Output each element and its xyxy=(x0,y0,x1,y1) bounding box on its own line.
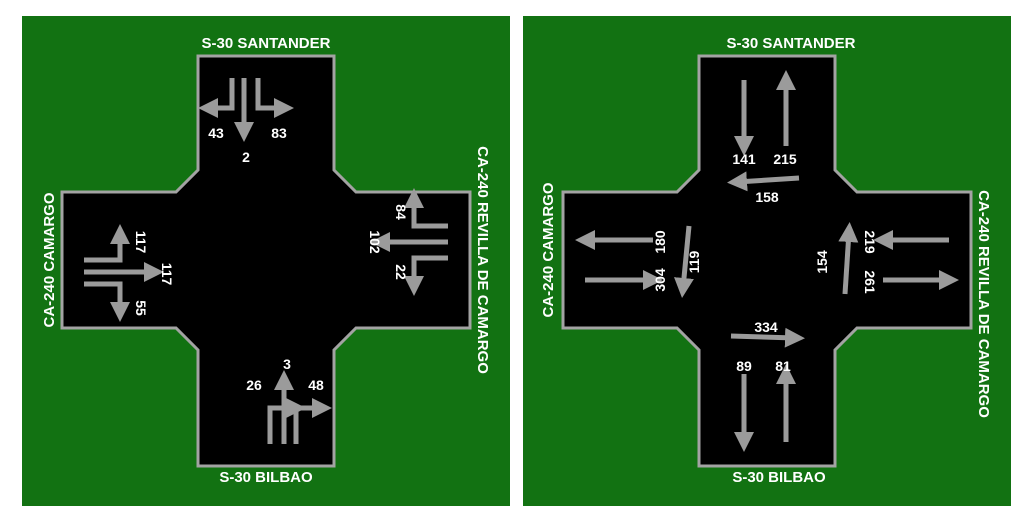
vol-south-out: 81 xyxy=(775,358,791,374)
vol-east-through: 102 xyxy=(367,230,383,254)
right-intersection-svg: S-30 SANTANDER S-30 BILBAO CA-240 CAMARG… xyxy=(523,16,1011,506)
road-label-south: S-30 BILBAO xyxy=(732,469,826,486)
vol-east-right: 22 xyxy=(393,264,409,280)
turning-movement-diagram: S-30 SANTANDER S-30 BILBAO CA-240 CAMARG… xyxy=(22,16,510,506)
left-intersection-svg: S-30 SANTANDER S-30 BILBAO CA-240 CAMARG… xyxy=(22,16,510,506)
vol-south-in: 89 xyxy=(736,358,752,374)
vol-south-right: 48 xyxy=(308,377,324,393)
vol-north-in: 141 xyxy=(732,151,756,167)
east-right-arrow xyxy=(404,255,448,296)
vol-west-in: 304 xyxy=(652,268,668,292)
road-label-east: CA-240 REVILLA DE CAMARGO xyxy=(474,146,491,374)
vol-west-right: 55 xyxy=(133,300,149,316)
west-left-arrow xyxy=(84,224,130,263)
west-right-arrow xyxy=(84,281,130,322)
vol-east-cross: 154 xyxy=(814,250,830,274)
north-left-arrow xyxy=(198,78,235,118)
vol-north-cross: 158 xyxy=(755,189,779,205)
vol-west-cross: 119 xyxy=(686,250,702,273)
vol-east-in: 219 xyxy=(862,230,878,254)
vol-north-left: 43 xyxy=(208,125,224,141)
road-label-north: S-30 SANTANDER xyxy=(202,35,331,52)
north-right-arrow xyxy=(255,78,294,118)
north-cross-arrow xyxy=(727,171,800,192)
road-label-east: CA-240 REVILLA DE CAMARGO xyxy=(975,190,992,418)
vol-east-out: 261 xyxy=(862,270,878,294)
south-through-right-arrow xyxy=(293,398,332,444)
vol-south-through: 3 xyxy=(283,356,291,372)
vol-east-left: 84 xyxy=(393,204,409,220)
intersection-road xyxy=(60,54,472,468)
vol-west-out: 180 xyxy=(652,230,668,254)
road-label-west: CA-240 CAMARGO xyxy=(41,192,58,327)
vol-west-left: 117 xyxy=(133,231,149,254)
east-left-arrow xyxy=(404,188,448,229)
vol-north-out: 215 xyxy=(773,151,797,167)
east-cross-arrow xyxy=(838,222,859,295)
road-label-north: S-30 SANTANDER xyxy=(727,35,856,52)
vol-north-through: 2 xyxy=(242,149,250,165)
vol-south-cross: 334 xyxy=(754,319,778,335)
west-cross-arrow xyxy=(674,225,694,298)
south-cross-arrow xyxy=(730,327,805,348)
south-right-arrow xyxy=(267,398,306,444)
intersection-road xyxy=(561,54,973,468)
road-label-west: CA-240 CAMARGO xyxy=(540,182,557,317)
vol-south-left: 26 xyxy=(246,377,262,393)
vol-north-right: 83 xyxy=(271,125,287,141)
movement-arrows xyxy=(84,78,448,444)
movement-arrows xyxy=(575,70,959,452)
road-label-south: S-30 BILBAO xyxy=(219,469,313,486)
vol-west-through: 117 xyxy=(159,263,175,286)
approach-volume-diagram: S-30 SANTANDER S-30 BILBAO CA-240 CAMARG… xyxy=(523,16,1011,506)
